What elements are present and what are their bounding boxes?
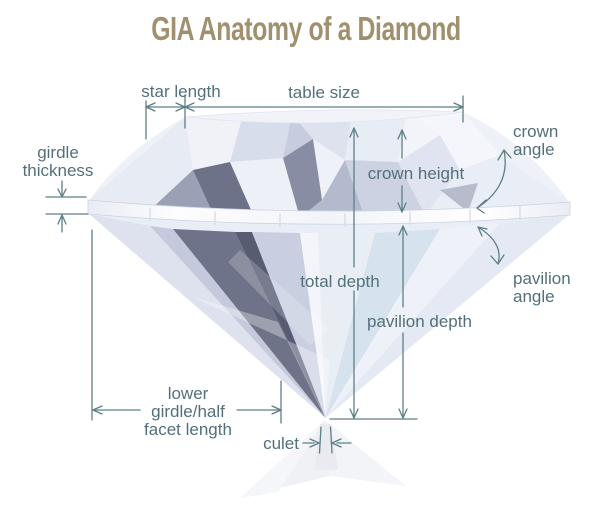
lower-girdle-dimension [91, 229, 282, 424]
crown-height-label: crown height [368, 164, 465, 183]
diamond-reflection [240, 420, 406, 498]
lower-girdle-label: lower girdle/half facet length [144, 384, 232, 439]
crown-angle-label: crown angle [513, 122, 558, 159]
svg-text:girdle/half: girdle/half [151, 402, 225, 421]
table-size-dimension [184, 95, 464, 123]
svg-text:thickness: thickness [23, 161, 94, 180]
culet-dimension [302, 426, 352, 454]
girdle-thickness-dimension [45, 180, 89, 233]
total-depth-label: total depth [300, 272, 379, 291]
pavilion-depth-label: pavilion depth [367, 312, 472, 331]
culet-label: culet [263, 434, 299, 453]
pavilion-depth-dimension [329, 225, 418, 420]
crown-height-dimension [397, 129, 407, 213]
diamond-crown-facets [88, 109, 570, 213]
svg-text:lower: lower [168, 384, 209, 403]
total-depth-dimension [349, 127, 359, 419]
svg-text:facet length: facet length [144, 420, 232, 439]
girdle-thickness-label: girdle thickness [23, 143, 94, 180]
star-length-label: star length [141, 82, 220, 101]
svg-text:girdle: girdle [37, 143, 79, 162]
diamond-girdle-band [87, 199, 571, 227]
svg-text:angle: angle [513, 140, 555, 159]
pavilion-angle-dimension [477, 226, 505, 265]
page-title: GIA Anatomy of a Diamond [151, 12, 460, 48]
table-size-label: table size [288, 83, 360, 102]
svg-text:pavilion: pavilion [513, 269, 571, 288]
crown-angle-dimension [476, 149, 512, 214]
svg-text:crown: crown [513, 122, 558, 141]
pavilion-angle-label: pavilion angle [513, 269, 571, 306]
svg-text:angle: angle [513, 287, 555, 306]
